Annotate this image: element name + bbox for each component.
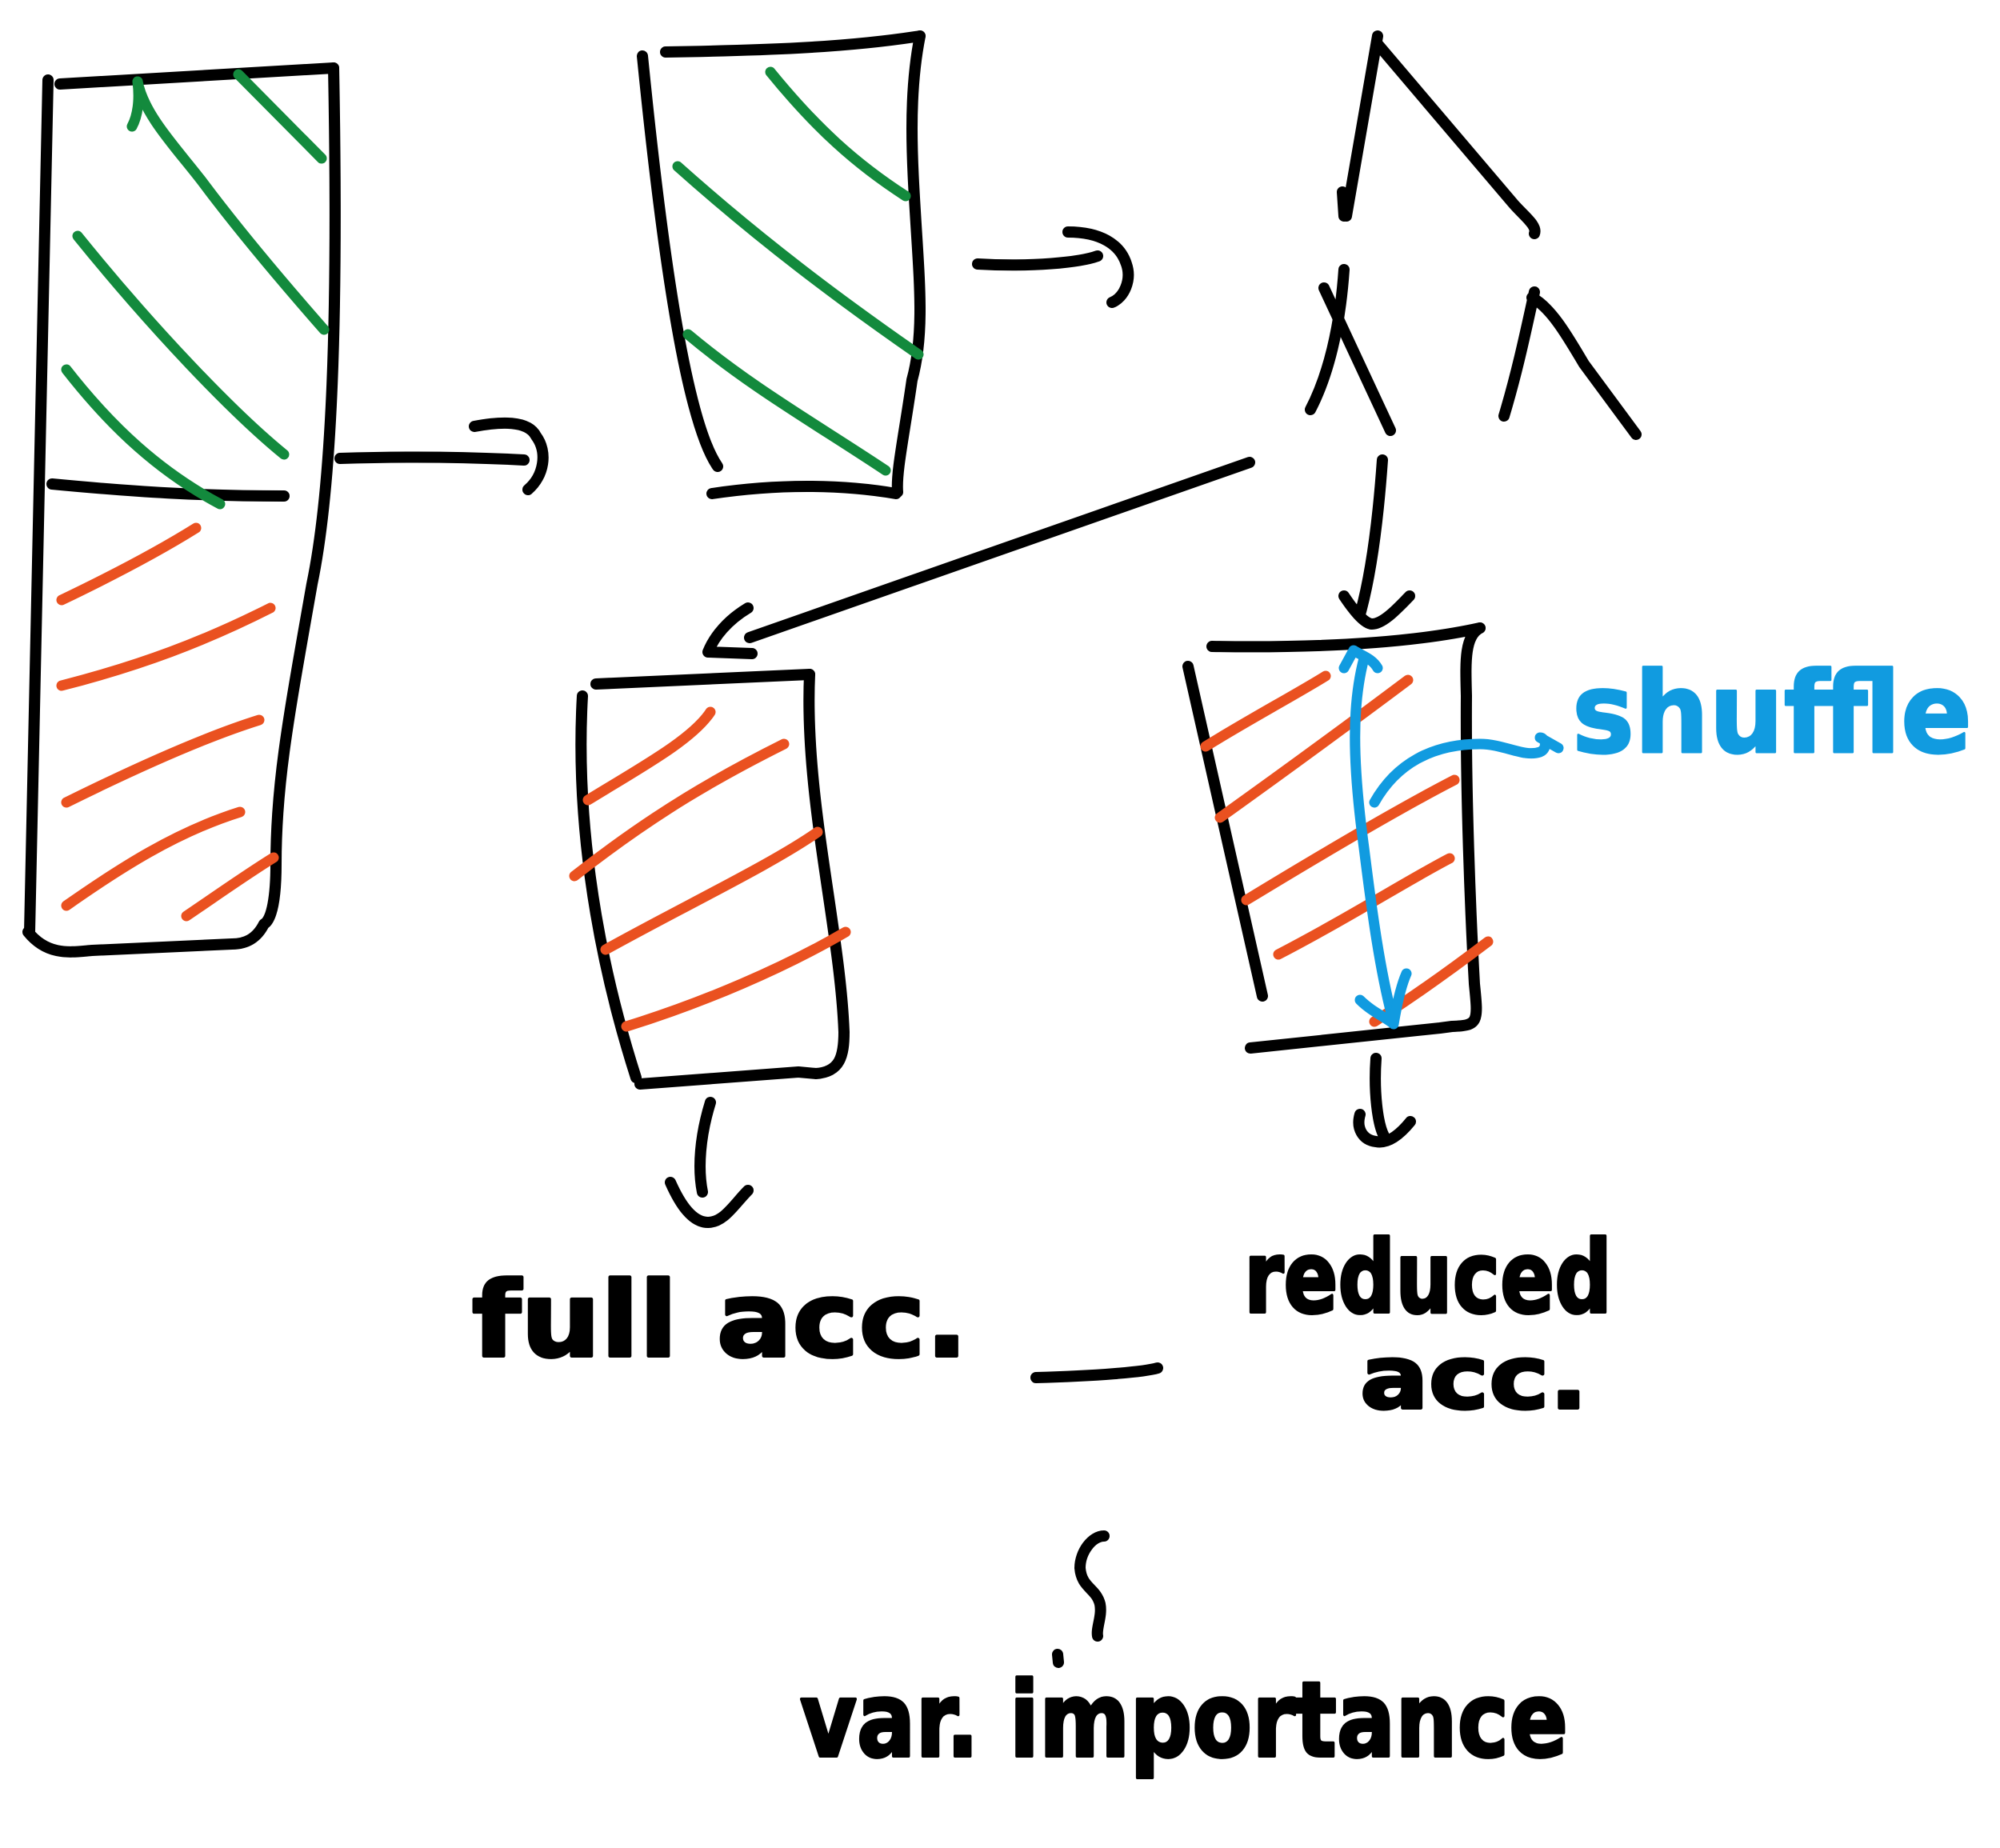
- arrow-to-model: [972, 226, 1134, 308]
- arrow-to-full-acc: [665, 1097, 754, 1228]
- acc-label: acc.: [1360, 1326, 1588, 1429]
- full-acc-label: full acc.: [472, 1259, 968, 1381]
- full-dataset-box: [22, 62, 341, 958]
- minus-sign: [1030, 1362, 1163, 1383]
- shuffled-test-data-box: [1182, 622, 1486, 1054]
- arrow-to-training-data: [334, 417, 549, 495]
- test-data-box: [575, 669, 850, 1090]
- train-test-split-line: [46, 478, 290, 502]
- reduced-label: reduced: [1244, 1220, 1612, 1336]
- training-data-box: [637, 30, 926, 499]
- var-importance-label: var. importance: [800, 1659, 1568, 1781]
- training-data-hatch-left: [61, 69, 330, 510]
- test-data-hatch-left: [56, 522, 279, 922]
- shuffle-label: shuffle: [1572, 649, 1972, 779]
- arrow-to-var-importance: [1052, 1530, 1110, 1668]
- shuffled-test-data-hatch: [1200, 670, 1494, 1027]
- shuffle-arrows: [1338, 645, 1564, 1030]
- arrow-to-shuffled-test-data: [1338, 454, 1415, 630]
- arrow-to-reduced-acc: [1353, 1053, 1416, 1148]
- arrow-to-test-data: [702, 457, 1255, 659]
- training-data-hatch: [672, 66, 924, 476]
- test-data-hatch: [569, 706, 851, 1032]
- decision-tree-model: [1305, 30, 1642, 440]
